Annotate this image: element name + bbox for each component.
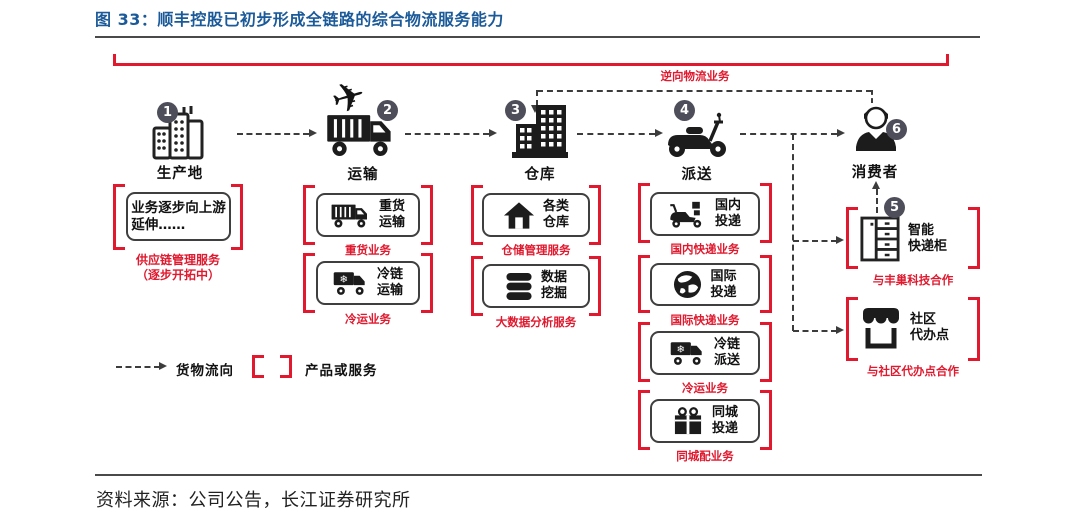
node-label-warehouse: 仓库 <box>524 167 556 183</box>
unit-caption: 与丰巢科技合作 <box>872 273 954 287</box>
delivery-scooter-icon <box>670 201 702 228</box>
red-bracket <box>471 185 601 245</box>
branch-line-locker <box>793 240 837 242</box>
figure-title: 图 33：顺丰控股已初步形成全链路的综合物流服务能力 <box>95 10 504 29</box>
unit-caption: 冷运业务 <box>682 381 728 395</box>
flow-line-4-6 <box>740 133 837 135</box>
legend-flow-arrowhead <box>159 362 167 370</box>
reverse-flow-line-right <box>871 90 873 103</box>
node-label-transport: 运输 <box>347 167 379 183</box>
unit-caption: 冷运业务 <box>345 312 391 326</box>
gift-icon <box>674 407 702 435</box>
unit-caption: 大数据分析服务 <box>495 315 577 329</box>
production-caption: 供应链管理服务 （逐步开拓中） <box>135 253 220 282</box>
flow-line-2-3 <box>405 133 489 135</box>
consumer-person-icon <box>856 106 896 151</box>
flow-arrowhead-1-2 <box>309 129 317 137</box>
reverse-flow-arrowhead-down <box>531 105 539 113</box>
unit-text: 重货 运输 <box>378 199 405 230</box>
red-bracket <box>471 256 601 316</box>
locker-to-consumer-arrowhead <box>872 181 880 189</box>
red-bracket <box>846 297 980 361</box>
globe-icon <box>674 270 702 299</box>
legend-bracket-label: 产品或服务 <box>305 363 378 379</box>
snowflake-icon: ❄ <box>677 344 685 355</box>
unit-text: 国际 投递 <box>710 268 737 300</box>
red-bracket <box>303 185 433 245</box>
unit-text: 国内 投递 <box>714 198 741 229</box>
unit-caption: 国内快递业务 <box>670 242 740 256</box>
unit-caption: 重货业务 <box>345 243 391 257</box>
warehouse-building-icon <box>512 105 568 158</box>
red-bracket <box>113 184 243 250</box>
flow-arrowhead-3-4 <box>655 129 663 137</box>
flow-line-3-4 <box>577 133 655 135</box>
legend-bracket-sample <box>252 355 292 378</box>
source-note: 资料来源：公司公告，长江证券研究所 <box>96 490 411 511</box>
unit-caption: 同城配业务 <box>676 449 734 463</box>
unit-text: 同城 投递 <box>711 405 738 436</box>
red-bracket <box>638 183 772 243</box>
database-icon <box>506 272 532 300</box>
unit-text: 社区 代办点 <box>910 312 950 343</box>
step-badge-3: 3 <box>505 100 526 121</box>
node-label-consumer: 消费者 <box>851 165 899 181</box>
footer-divider <box>95 474 982 476</box>
branch-line-store <box>793 330 837 332</box>
unit-caption: 仓储管理服务 <box>501 243 571 257</box>
step-badge-5: 5 <box>884 197 905 218</box>
snowflake-icon: ❄ <box>340 274 348 285</box>
branch-arrowhead-locker <box>836 236 844 244</box>
red-bracket <box>303 253 433 313</box>
truck-icon <box>331 204 367 227</box>
reverse-flow-line-horizontal <box>537 90 872 92</box>
reverse-flow-line-left <box>536 90 538 106</box>
factory-icon <box>152 106 204 160</box>
red-bracket <box>638 322 772 382</box>
unit-text: 智能 快递柜 <box>908 223 948 254</box>
unit-text: 数据 挖掘 <box>540 270 567 301</box>
step-badge-1: 1 <box>157 102 178 123</box>
node-label-delivery: 派送 <box>681 167 713 183</box>
branch-line-vertical <box>792 134 794 331</box>
storefront-icon <box>863 308 899 349</box>
legend-flow-line <box>116 366 160 368</box>
step-badge-2: 2 <box>377 100 398 121</box>
scooter-icon <box>668 112 726 157</box>
flow-arrowhead-2-3 <box>489 129 497 137</box>
unit-caption: 与社区代办点合作 <box>867 364 959 378</box>
step-badge-4: 4 <box>674 100 695 121</box>
house-icon <box>503 201 535 229</box>
red-bracket <box>846 207 980 269</box>
red-bracket <box>638 390 772 450</box>
locker-to-consumer-line <box>876 189 878 213</box>
cold-chain-truck-icon: ❄ <box>333 272 365 295</box>
step-badge-6: 6 <box>886 119 907 140</box>
branch-arrowhead-store <box>836 326 844 334</box>
unit-text: 冷链 派送 <box>713 337 740 368</box>
unit-caption: 国际快递业务 <box>670 313 740 327</box>
flow-line-1-2 <box>237 133 309 135</box>
node-label-production: 生产地 <box>156 166 204 182</box>
full-chain-bracket <box>113 54 949 66</box>
flow-arrowhead-4-6 <box>837 129 845 137</box>
unit-text: 冷链 运输 <box>376 267 403 298</box>
legend-flow-label: 货物流向 <box>176 363 234 379</box>
cargo-truck-icon <box>327 115 391 156</box>
cold-chain-truck-icon: ❄ <box>670 342 702 365</box>
production-box-text: 业务逐步向上游 延伸…… <box>131 200 226 233</box>
red-bracket <box>638 255 772 313</box>
reverse-flow-label: 逆向物流业务 <box>660 69 730 83</box>
parcel-locker-icon <box>860 216 900 262</box>
unit-text: 各类 仓库 <box>542 199 569 230</box>
title-divider <box>95 36 980 38</box>
